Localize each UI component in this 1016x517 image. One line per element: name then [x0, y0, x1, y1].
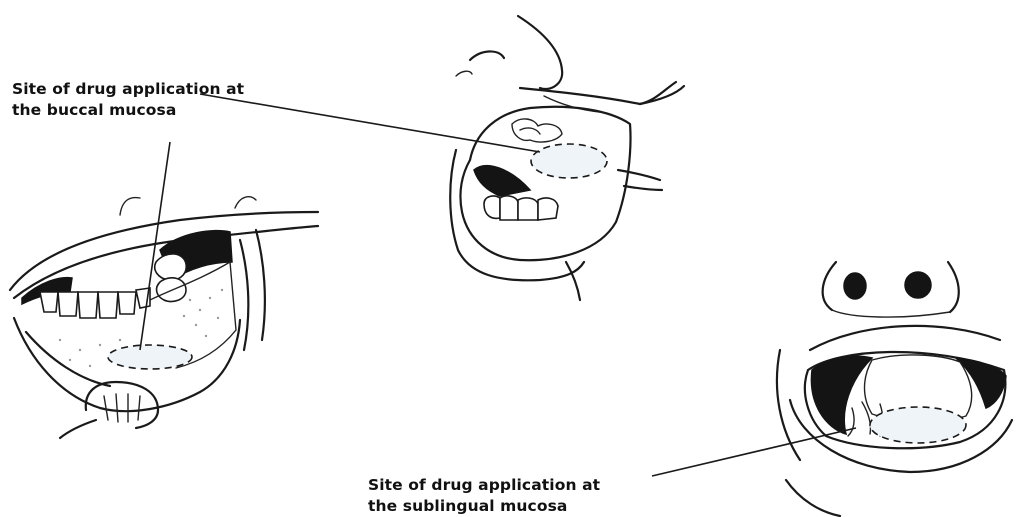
buccal-label-line-1: Site of drug application at	[12, 79, 244, 100]
center-mouth-drawing	[200, 16, 684, 300]
buccal-site-center	[531, 144, 607, 178]
left-mouth-drawing	[10, 142, 318, 438]
sublingual-site	[870, 407, 966, 443]
right-mouth-drawing	[652, 262, 1012, 516]
buccal-label-line-2: the buccal mucosa	[12, 100, 244, 121]
sublingual-label-line-2: the sublingual mucosa	[368, 496, 600, 517]
sublingual-label-line-1: Site of drug application at	[368, 475, 600, 496]
sublingual-site-label: Site of drug application at the sublingu…	[368, 475, 600, 517]
buccal-site-left	[108, 345, 192, 369]
buccal-site-label: Site of drug application at the buccal m…	[12, 79, 244, 121]
